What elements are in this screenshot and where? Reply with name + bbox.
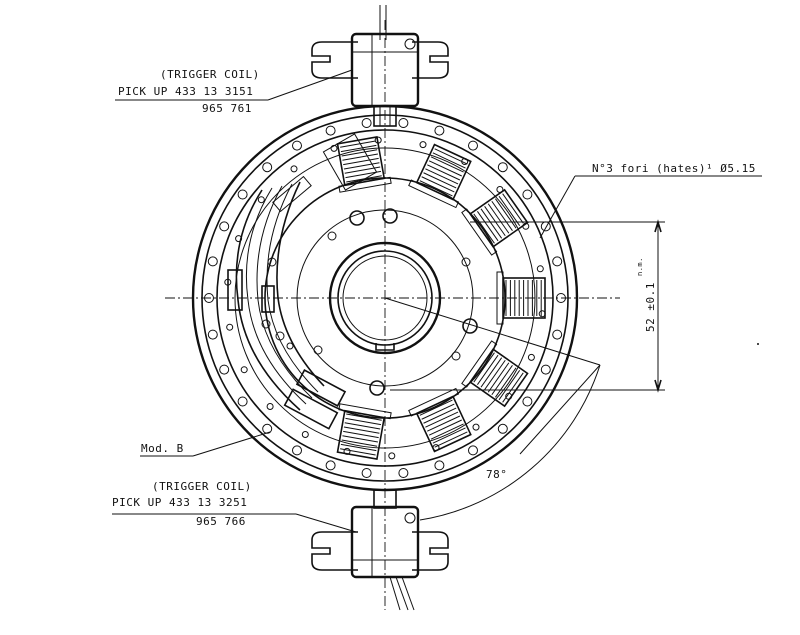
bolt-hole <box>398 118 409 128</box>
bottom-coil-code: 965 766 <box>196 515 246 528</box>
bolt-hole <box>540 364 551 375</box>
bolt-hole <box>497 423 508 434</box>
stator-pole <box>408 143 472 209</box>
bolt-hole <box>237 396 248 407</box>
rivet-hole <box>226 323 234 331</box>
rivet-hole <box>527 353 535 361</box>
bolt-hole <box>237 189 248 200</box>
hub-mounting-holes <box>313 208 478 396</box>
stator-pole <box>461 340 529 408</box>
bolt-hole <box>325 125 336 136</box>
bolt-hole <box>204 293 214 303</box>
rivet-hole <box>472 423 480 431</box>
bolt-hole <box>207 256 218 267</box>
bottom-trigger-coil <box>311 489 449 611</box>
bolt-hole <box>262 423 273 434</box>
bolt-hole <box>552 256 563 267</box>
stator-pole <box>408 387 472 453</box>
rivet-hole <box>301 431 309 438</box>
rivet-hole <box>388 452 396 460</box>
bolt-hole <box>434 125 445 136</box>
bolt-hole <box>207 329 218 340</box>
stator-pole <box>461 188 529 256</box>
top-coil-label: (TRIGGER COIL) PICK UP 433 13 3151 965 7… <box>118 68 260 115</box>
stator-poles <box>336 136 546 460</box>
bolt-hole <box>434 460 445 471</box>
rivet-hole <box>240 366 248 374</box>
bolt-hole <box>325 460 336 471</box>
wiring-harness <box>227 133 378 430</box>
rivet-hole <box>419 141 427 149</box>
bottom-coil-title: (TRIGGER COIL) <box>152 480 252 493</box>
bolt-hole <box>552 329 563 340</box>
bolt-hole <box>522 189 533 200</box>
bolt-hole <box>522 396 533 407</box>
stator-pole <box>336 403 392 460</box>
rivet-hole <box>257 196 265 204</box>
bolt-hole <box>292 445 302 456</box>
top-coil-code: 965 761 <box>202 102 252 115</box>
bolt-hole <box>262 162 273 173</box>
rivet-hole <box>266 403 274 410</box>
bolt-hole <box>398 468 409 478</box>
bolt-hole <box>497 162 508 173</box>
bolt-hole <box>361 118 372 128</box>
bolt-hole <box>540 221 551 232</box>
stator-pole <box>336 136 392 193</box>
vertical-dimension: 52 ±0.1 <box>644 282 657 332</box>
bolt-hole <box>468 445 478 456</box>
top-trigger-coil <box>311 5 449 127</box>
bolt-hole <box>219 364 230 375</box>
top-coil-title: (TRIGGER COIL) <box>160 68 260 81</box>
rivet-hole <box>290 165 298 173</box>
angle-label: 78° <box>486 468 507 481</box>
annotation-lines <box>112 69 762 533</box>
dimension-unit-note: n.m. <box>636 257 644 276</box>
bolt-hole <box>361 468 372 478</box>
rivet-hole <box>536 265 544 273</box>
stator-pole <box>496 271 546 325</box>
bolt-hole <box>468 140 478 151</box>
top-coil-part-number: PICK UP 433 13 3151 <box>118 85 253 98</box>
model-label: Mod. B <box>141 442 184 455</box>
center-lines <box>165 20 620 610</box>
bolt-hole <box>292 140 302 151</box>
holes-note: N°3 fori (hates)¹ Ø5.15 <box>592 162 756 175</box>
bottom-coil-label: (TRIGGER COIL) PICK UP 433 13 3251 965 7… <box>112 480 252 528</box>
bottom-coil-part-number: PICK UP 433 13 3251 <box>112 496 247 509</box>
bolt-hole <box>556 293 566 303</box>
bolt-hole <box>219 221 230 232</box>
